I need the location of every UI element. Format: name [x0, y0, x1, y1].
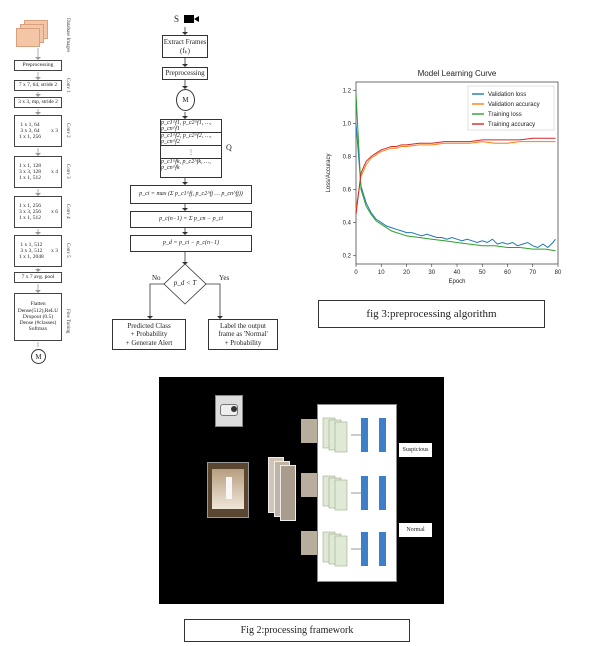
preprocessing-box: Preprocessing [162, 67, 208, 80]
x-tick-label: 30 [428, 270, 435, 276]
y-tick-label: 1.2 [343, 88, 352, 94]
flow-start-label: S [174, 14, 180, 24]
processing-framework-image: Suspicious Normal [159, 377, 444, 604]
arch-step-9: Flatten Dense(512),ReLU Dropout (0.5) De… [14, 293, 62, 341]
x-axis-label: Epoch [448, 279, 465, 285]
arch-arrow-head [35, 232, 41, 235]
x-tick-label: 60 [504, 270, 511, 276]
y-axis-label: Loss/Accuracy [326, 153, 332, 192]
arch-step-multiplier: x 3 [51, 127, 58, 134]
conv-layer [334, 421, 348, 453]
learning-curve-chart: Model Learning Curve 0 10 20 30 40 50 60 70 80 0.2… [326, 69, 562, 285]
flow-m-node: M [176, 89, 195, 111]
y-tick-label: 0.6 [343, 188, 352, 194]
arch-arrow-head [35, 290, 41, 293]
arch-arrow-head [35, 112, 41, 115]
series-line-2 [355, 141, 556, 210]
conv-layer [334, 535, 348, 567]
chart-caption: fig 3:preprocessing algorithm [318, 300, 545, 328]
arch-arrow-head [35, 94, 41, 97]
arch-step-3: 3 x 3, mp, stride 2 [14, 97, 62, 108]
arch-step-multiplier: x 4 [51, 168, 58, 175]
framework-caption: Fig 2:processing framework [184, 619, 410, 642]
legend-entry-4: Training accuracy [488, 122, 535, 128]
x-tick-label: 50 [479, 270, 486, 276]
prob-row-1: p_c1^f1, p_c2^f1, …, p_cn^f1 [161, 120, 221, 133]
q-label: Q [226, 143, 232, 152]
series-line-1 [355, 123, 556, 249]
dense-layer [361, 418, 368, 452]
label-normal: Normal [399, 523, 432, 537]
flow-arrows [147, 27, 223, 319]
arch-arrow-head [35, 57, 41, 60]
pcn-formula-box: p_c(n−1) = Σ p_cn − p_ci [130, 211, 252, 228]
legend-entry-1: Validation loss [488, 92, 526, 98]
yes-label: Yes [219, 274, 230, 282]
y-tick-label: 0.8 [343, 154, 352, 160]
decision-text: p_d < T [173, 279, 197, 287]
frame-stack [268, 457, 298, 522]
arch-arrow-head [35, 153, 41, 156]
arch-step-2: 7 x 7, 64, stride 2 [14, 80, 62, 91]
frame-thumb-1 [301, 419, 317, 443]
label-suspicious: Suspicious [399, 443, 432, 457]
arch-arrow-head [35, 269, 41, 272]
probability-matrix: p_c1^f1, p_c2^f1, …, p_cn^f1 p_c1^f2, p_… [160, 119, 222, 178]
x-tick-label: 70 [529, 270, 536, 276]
arch-step-multiplier: x 3 [51, 247, 58, 254]
arch-step-8: 7 x 7 avg. pool [14, 272, 62, 283]
arch-end-node: M [31, 349, 46, 364]
dense-layer [361, 476, 368, 510]
network-layers [322, 417, 386, 567]
y-tick-label: 1.0 [343, 121, 352, 127]
pd-formula-box: p_d = p_ci − p_c(n−1) [130, 235, 252, 252]
dense-layer [379, 418, 386, 452]
frame-thumb-3 [301, 531, 317, 555]
legend-entry-3: Training loss [488, 112, 522, 118]
prob-row-4: p_c1^fk, p_c2^fk, …, p_cn^fk [161, 159, 211, 171]
frame-thumb-2 [301, 473, 317, 497]
chart-title: Model Learning Curve [418, 69, 497, 78]
y-tick-label: 0.2 [343, 254, 352, 260]
video-film-strip [207, 462, 249, 518]
arch-step-1: Preprocessing [14, 60, 62, 71]
x-tick-label: 40 [454, 270, 461, 276]
pci-formula-box: p_ci = max (Σ p_c1^fj, p_c2^fj … p_cn^fj… [130, 185, 252, 204]
x-tick-label: 10 [378, 270, 385, 276]
conv-layer [334, 479, 348, 511]
legend-entry-2: Validation accuracy [488, 102, 540, 108]
extract-frames-box: Extract Frames (fₖ) [162, 35, 208, 58]
arch-arrows [35, 48, 41, 347]
camera-lens-icon [194, 16, 199, 22]
dense-layer [379, 532, 386, 566]
arch-step-multiplier: x 6 [51, 208, 58, 215]
prob-row-3: ⋮ [161, 146, 221, 159]
normal-output-box: Label the output frame as 'Normal' + Pro… [208, 319, 278, 350]
arch-arrow-head [35, 193, 41, 196]
prob-row-2: p_c1^f2, p_c2^f2, …, p_cn^f2 [161, 133, 221, 146]
y-tick-label: 0.4 [343, 221, 352, 227]
dense-layer [361, 532, 368, 566]
x-tick-label: 0 [354, 270, 358, 276]
dense-layer [379, 476, 386, 510]
camera-icon [184, 15, 194, 23]
cctv-camera-icon [215, 395, 243, 427]
series-line-4 [355, 137, 556, 215]
alert-output-box: Predicted Class + Probability + Generate… [112, 319, 186, 350]
no-label: No [152, 274, 161, 282]
x-tick-label: 20 [403, 270, 410, 276]
arch-arrow-head [35, 77, 41, 80]
series-line-3 [355, 93, 556, 252]
database-images-icon [16, 20, 48, 47]
x-tick-label: 80 [555, 270, 562, 276]
